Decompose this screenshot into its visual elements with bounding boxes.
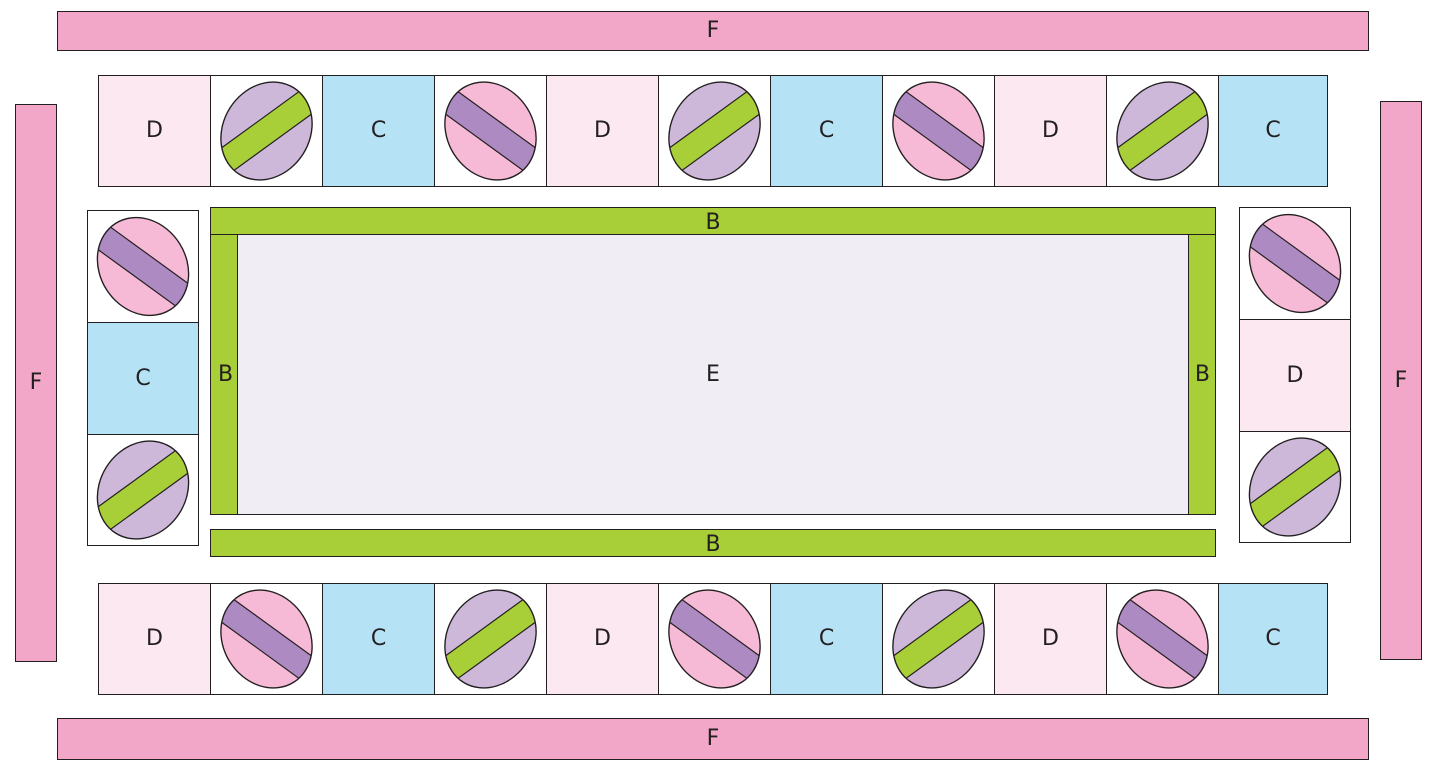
egg-block-purple [1106, 75, 1219, 187]
purple-egg-icon [659, 76, 770, 186]
purple-egg-icon [435, 584, 546, 694]
border-f-bottom-label: F [706, 726, 720, 751]
egg-block-pink [210, 583, 323, 695]
border-f-bottom: F [57, 718, 1369, 760]
block-c: C [87, 322, 199, 435]
border-b-right: B [1188, 234, 1216, 515]
purple-egg-icon [883, 584, 994, 694]
block-d-label: D [1286, 362, 1304, 388]
block-d: D [546, 75, 659, 187]
pink-egg-icon [883, 76, 994, 186]
egg-block-purple [882, 583, 995, 695]
egg-block-purple [434, 583, 547, 695]
block-c: C [770, 583, 883, 695]
block-c-label: C [370, 626, 387, 651]
block-c: C [322, 75, 435, 187]
block-d: D [546, 583, 659, 695]
pink-egg-icon [659, 584, 770, 694]
egg-block-pink [1239, 207, 1351, 320]
border-b-bottom-label: B [705, 532, 721, 557]
egg-block-purple [1239, 431, 1351, 543]
purple-egg-icon [1107, 76, 1218, 186]
border-f-right: F [1380, 101, 1422, 660]
egg-block-purple [658, 75, 771, 187]
border-b-top-label: B [705, 210, 721, 235]
block-d-label: D [1042, 118, 1059, 143]
block-d: D [98, 75, 211, 187]
egg-block-pink [434, 75, 547, 187]
center-panel-e: E [237, 234, 1189, 515]
egg-block-purple [87, 434, 199, 546]
block-c-label: C [1265, 118, 1281, 143]
egg-block-pink [882, 75, 995, 187]
block-d-label: D [594, 626, 611, 651]
block-c: C [770, 75, 883, 187]
border-f-right-label: F [1394, 367, 1408, 393]
block-c-label: C [135, 365, 151, 391]
egg-block-pink [87, 210, 199, 323]
block-d-label: D [146, 118, 163, 143]
pink-egg-icon [1240, 208, 1350, 319]
purple-egg-icon [1240, 432, 1350, 542]
block-c: C [1218, 583, 1328, 695]
block-c-label: C [818, 118, 835, 143]
border-f-left: F [15, 104, 57, 662]
border-b-top: B [210, 207, 1216, 235]
border-b-left: B [210, 234, 238, 515]
border-b-right-label: B [1194, 361, 1210, 387]
block-d-label: D [146, 626, 163, 651]
block-c: C [322, 583, 435, 695]
border-f-left-label: F [29, 370, 43, 395]
block-d: D [1239, 319, 1351, 432]
egg-block-pink [658, 583, 771, 695]
border-b-left-label: B [218, 361, 234, 387]
center-panel-label: E [706, 361, 720, 387]
block-d: D [98, 583, 211, 695]
pink-egg-icon [435, 76, 546, 186]
egg-block-pink [1106, 583, 1219, 695]
pink-egg-icon [211, 584, 322, 694]
purple-egg-icon [88, 435, 198, 545]
border-f-top: F [57, 11, 1369, 51]
block-c: C [1218, 75, 1328, 187]
border-f-top-label: F [706, 18, 720, 43]
purple-egg-icon [211, 76, 322, 186]
block-c-label: C [818, 626, 835, 651]
block-c-label: C [370, 118, 387, 143]
block-d-label: D [1042, 626, 1059, 651]
block-d: D [994, 583, 1107, 695]
border-b-bottom: B [210, 529, 1216, 557]
block-c-label: C [1265, 626, 1281, 651]
pink-egg-icon [1107, 584, 1218, 694]
block-d-label: D [594, 118, 611, 143]
block-d: D [994, 75, 1107, 187]
pink-egg-icon [88, 211, 198, 322]
egg-block-purple [210, 75, 323, 187]
